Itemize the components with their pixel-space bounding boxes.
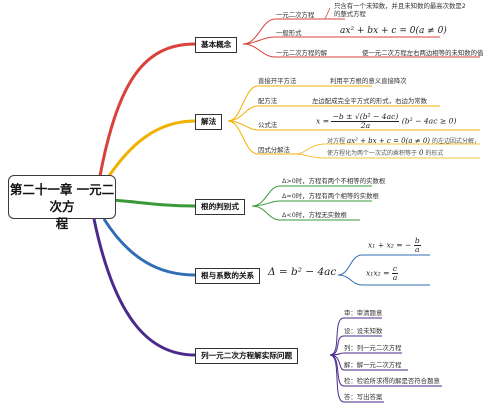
solve-direct-text: 利用平方根的意义直接降次 <box>330 77 407 85</box>
discriminant-item-eq: Δ=0时，方程有两个相等的实数根 <box>282 192 379 200</box>
discriminant-item-lt: Δ<0时，方程无实数根 <box>282 211 347 219</box>
vieta-sum-fraction: b a <box>413 236 421 254</box>
branch-line-discriminant <box>111 198 196 208</box>
basic-def-text-2: 的整式方程 <box>334 10 366 18</box>
basic-def-text-1: 只含有一个未知数，并且未知数的最高次数是2 <box>334 2 466 10</box>
application-step-4: 解：解一元二次方程 <box>344 361 402 369</box>
branch-line-application <box>92 218 196 357</box>
solve-complete-text: 左边配成完全平方式的形式，右边为常数 <box>312 97 428 105</box>
root-title-line1: 第二十一章 一元二次方 <box>9 182 115 214</box>
topic-discriminant: 根的判别式 <box>195 199 245 215</box>
solve-direct-label: 直接开平方法 <box>258 77 297 85</box>
solve-factor-text-1a: 对方程 <box>327 138 346 145</box>
basic-general-label: 一般形式 <box>276 29 302 37</box>
solve-formula-numerator: −b ± √(b² − 4ac) <box>331 112 400 122</box>
basic-general-formula: ax² + bx + c = 0(a ≠ 0) <box>340 26 447 36</box>
basic-root-label: 一元二次方程的解 <box>276 49 328 57</box>
basic-root-text: 使一元二次方程左右两边相等的未知数的值 <box>362 49 484 57</box>
vieta-sum-numerator: b <box>413 236 421 246</box>
application-step-3: 列：列一元二次方程 <box>344 344 402 352</box>
vieta-sum: x₁ + x₂ = − b a <box>368 237 421 254</box>
solve-formula-label: 公式法 <box>258 121 278 129</box>
solve-factor-text-1c: 的左边因式分解， <box>431 138 480 145</box>
vieta-sum-lhs: x₁ + x₂ = − <box>368 240 412 250</box>
solve-formula: x = −b ± √(b² − 4ac) 2a (b² − 4ac ≥ 0) <box>316 113 456 130</box>
solve-factor-text-2a: 使方程化为两个一次式的乘积等于 <box>327 150 418 157</box>
topic-solutions: 解法 <box>195 114 223 130</box>
solve-factor-label: 因式分解法 <box>258 146 290 154</box>
vieta-product-denominator: a <box>392 272 398 282</box>
application-step-1: 审：审清题意 <box>344 309 383 317</box>
root-title-line2: 程 <box>55 216 69 231</box>
solve-formula-fraction: −b ± √(b² − 4ac) 2a <box>331 112 400 130</box>
branch-line-solve <box>98 119 196 191</box>
application-step-5: 检：检验所求得的解是否符合题意 <box>344 377 440 385</box>
solve-factor-equation: ax² + bx + c = 0(a ≠ 0) <box>346 137 431 145</box>
vieta-product-numerator: c <box>391 264 399 274</box>
solve-complete-label: 配方法 <box>258 97 278 105</box>
topic-application: 列一元二次方程解实际问题 <box>195 348 299 364</box>
solve-formula-lhs: x = <box>316 116 330 126</box>
root-node: 第二十一章 一元二次方 程 <box>8 175 116 231</box>
vieta-product-lhs: x₁x₂ = <box>366 268 390 278</box>
application-step-2: 设：设未知数 <box>344 327 383 335</box>
topic-basic-concepts: 基本概念 <box>195 37 238 53</box>
solve-factor-zero: 0 <box>418 149 424 157</box>
vieta-delta-formula: Δ = b² − 4ac <box>268 266 337 278</box>
solve-formula-denominator: 2a <box>360 120 371 130</box>
solve-factor-text-2: 使方程化为两个一次式的乘积等于 0 的形式 <box>327 149 443 158</box>
solve-formula-condition: (b² − 4ac ≥ 0) <box>401 116 457 126</box>
vieta-product-fraction: c a <box>391 264 399 282</box>
application-step-6: 答：写出答案 <box>344 393 383 401</box>
solve-factor-text-2c: 的形式 <box>425 150 444 157</box>
discriminant-item-gt: Δ>0时，方程有两个不相等的实数根 <box>282 177 386 185</box>
vieta-product: x₁x₂ = c a <box>366 264 399 282</box>
basic-def-label: 一元二次方程 <box>276 11 315 19</box>
branch-line-vieta <box>102 218 196 277</box>
topic-vieta: 根与系数的关系 <box>195 268 261 284</box>
solve-factor-text-1: 对方程 ax² + bx + c = 0(a ≠ 0) 的左边因式分解， <box>327 137 480 146</box>
vieta-sum-denominator: a <box>415 244 420 254</box>
branch-line-basic <box>98 42 196 177</box>
